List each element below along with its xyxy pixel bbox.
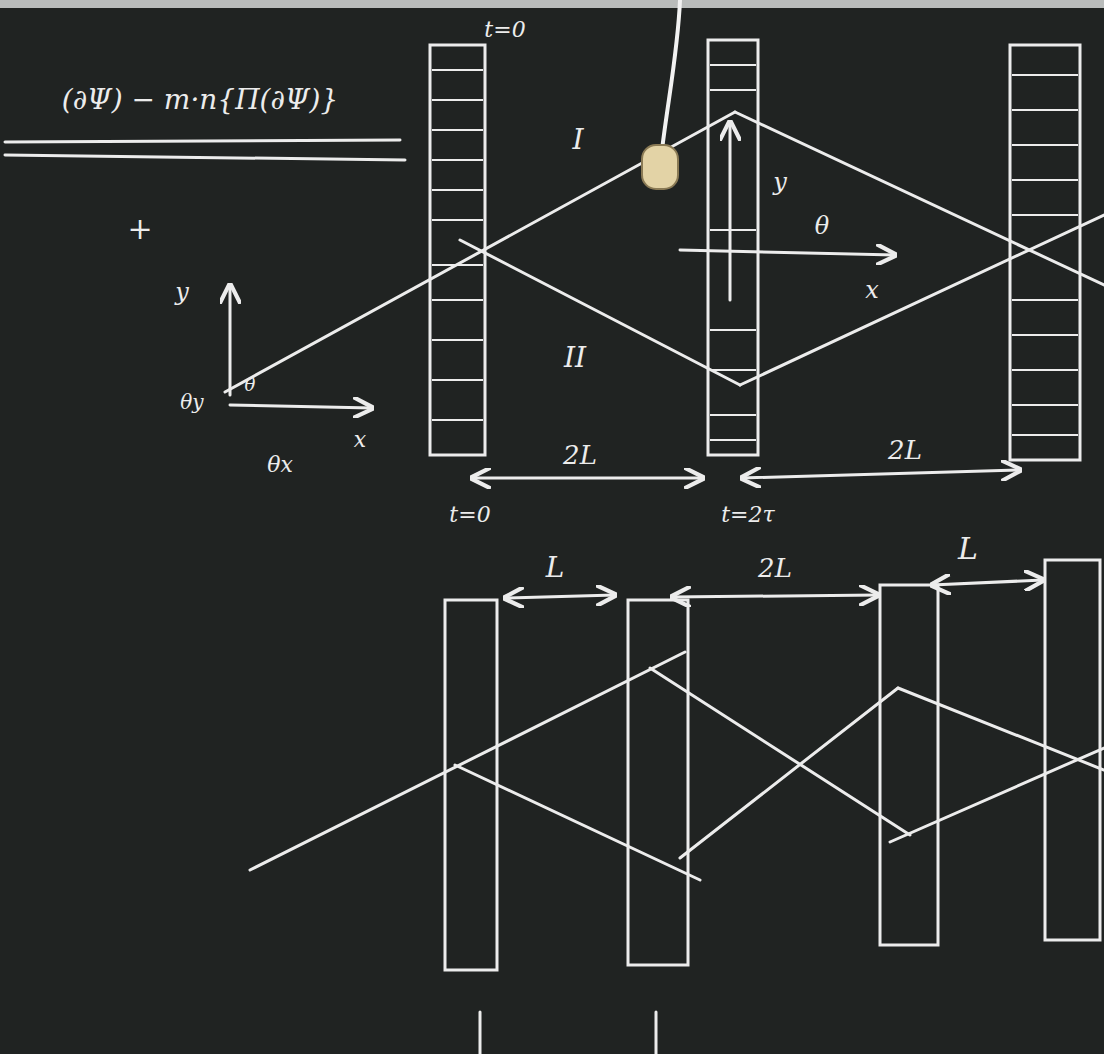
chalk-label: (∂Ψ) − m·n{Π(∂Ψ)}: [62, 85, 339, 116]
chalk-label: θ: [245, 375, 256, 395]
chalk-label: 2L: [758, 554, 792, 583]
chalk-label: t=0: [449, 503, 490, 527]
chalk-label: y: [773, 169, 787, 195]
chalk-label: L: [546, 553, 565, 584]
chalk-label: t=2τ: [721, 503, 774, 527]
chalk-label: II: [564, 343, 586, 374]
chalk-label: x: [354, 428, 366, 452]
chalk-label: x: [865, 277, 879, 303]
chalk-label: I: [572, 125, 583, 156]
chalk-label: y: [175, 279, 189, 305]
chalk-label: 2L: [563, 441, 597, 470]
chalk-label: θ: [815, 213, 829, 239]
chalk-label: L: [958, 532, 978, 565]
chalk-label: 2L: [888, 436, 922, 465]
chalk-label: θy: [180, 391, 203, 413]
chalk-label: θx: [267, 453, 293, 477]
chalk-label: t=0: [484, 18, 525, 42]
chalk-label: +: [127, 212, 152, 245]
